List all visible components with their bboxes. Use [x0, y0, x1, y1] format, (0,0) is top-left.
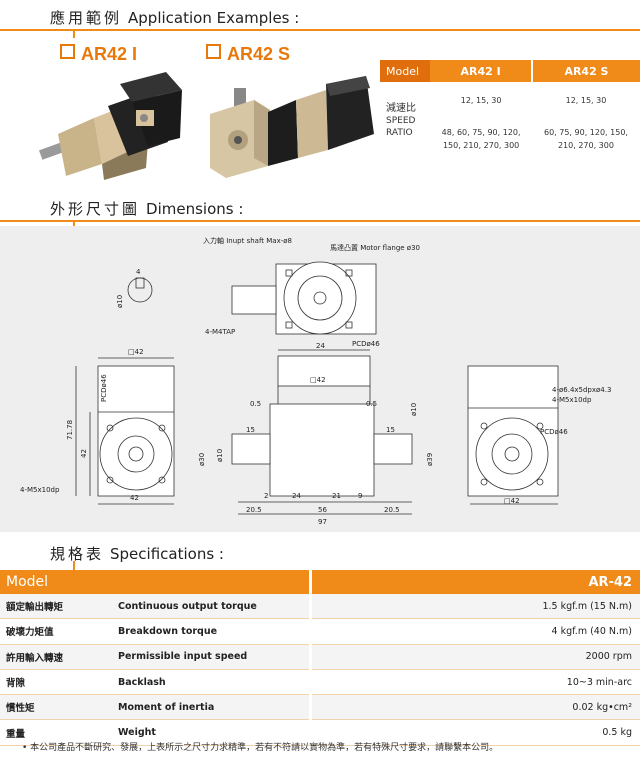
pcd-label: PCDø46	[540, 428, 568, 436]
pcd-label: PCDø46	[100, 374, 108, 402]
dim-label: □42	[504, 497, 520, 505]
spec-header-value: AR-42	[309, 570, 640, 594]
dimension-drawing-svg: 入力軸 Inupt shaft Max-ø8 馬達凸置 Motor flange…	[20, 236, 611, 526]
spec-value: 4 kgf.m (40 N.m)	[309, 618, 640, 645]
spec-name-zh: 重量	[0, 719, 117, 746]
spec-name-zh: 破壞力矩值	[0, 618, 117, 645]
dim-label: 0.5	[250, 400, 261, 408]
checkbox-square-icon	[206, 44, 221, 59]
dimension-drawing: 入力軸 Inupt shaft Max-ø8 馬達凸置 Motor flange…	[0, 226, 640, 532]
dim-label: ø30	[198, 453, 206, 466]
holes-label: 4-ø6.4x5dpxø4.3	[552, 386, 611, 394]
spec-name-en: Moment of inertia	[117, 694, 311, 721]
input-shaft-label: 入力軸 Inupt shaft Max-ø8	[203, 236, 292, 245]
holes-label: 4-M5x10dp	[552, 396, 592, 404]
shaft-detail-circle	[127, 277, 153, 303]
dim-label: 24	[316, 342, 325, 350]
dim-label: ø10	[116, 295, 124, 308]
pcd-label: PCDø46	[352, 340, 380, 348]
dim-label: 15	[386, 426, 395, 434]
dim-label: 71.78	[66, 420, 74, 440]
section-divider	[0, 220, 640, 222]
spec-value: 0.5 kg	[309, 719, 640, 746]
ar42s-product-image	[210, 76, 374, 178]
spec-name-zh: 慣性矩	[0, 694, 117, 721]
dim-label: ø39	[426, 453, 434, 466]
dim-label: 9	[358, 492, 362, 500]
spec-name-en: Weight	[117, 719, 311, 746]
m5-label: 4-M5x10dp	[20, 486, 60, 494]
spec-name-en: Backlash	[117, 669, 311, 696]
dim-label: 15	[246, 426, 255, 434]
spec-name-zh: 額定輸出轉矩	[0, 594, 117, 620]
ar42i-product-image	[39, 72, 182, 180]
middle-view-top	[277, 355, 371, 387]
dim-label: □42	[310, 376, 326, 384]
checkbox-square-icon	[60, 44, 75, 59]
dim-label: 4	[136, 268, 141, 276]
ratio-cell: 12, 15, 30	[460, 95, 502, 105]
dim-label: 20.5	[384, 506, 400, 514]
motor-flange-label: 馬達凸置 Motor flange ø30	[330, 243, 420, 252]
dim-label: □42	[128, 348, 144, 356]
spec-header-model: Model	[0, 570, 311, 594]
ratio-cell: 48, 60, 75, 90, 120,150, 210, 270, 300	[441, 128, 521, 150]
speed-ratio-table: Model AR42 I AR42 S 減速比 SPEED RATIO 12, …	[380, 60, 640, 160]
ratio-header-model: Model	[380, 60, 431, 82]
ratio-cell: 12, 15, 30	[565, 95, 607, 105]
model-label-ar42s: AR42 S	[206, 44, 290, 65]
dim-label: ø10	[216, 449, 224, 462]
section-tick	[73, 561, 75, 570]
section-divider	[0, 29, 640, 31]
dim-label: 24	[292, 492, 301, 500]
spec-value: 1.5 kgf.m (15 N.m)	[309, 594, 640, 620]
dim-label: 97	[318, 518, 327, 526]
ratio-cell: 60, 75, 90, 120, 150,210, 270, 300	[543, 128, 628, 150]
dim-label: 56	[318, 506, 327, 514]
spec-value: 10~3 min-arc	[309, 669, 640, 696]
dim-label: 42	[80, 449, 88, 458]
ratio-header-ar42s: AR42 S	[530, 60, 640, 82]
section-tick	[73, 220, 75, 229]
spec-name-en: Breakdown torque	[117, 618, 311, 645]
model-label-ar42i: AR42 I	[60, 44, 137, 65]
dim-label: 2	[264, 492, 268, 500]
spec-name-zh: 背隙	[0, 669, 117, 696]
dim-label: 0.5	[366, 400, 377, 408]
section-tick	[73, 29, 75, 38]
dim-label: 21	[332, 492, 341, 500]
footnote: • 本公司產品不斷研究、發展，上表所示之尺寸力求精準，若有不符請以實物為準，若有…	[22, 743, 499, 753]
spec-name-zh: 許用輸入轉速	[0, 644, 117, 670]
spec-value: 0.02 kg•cm²	[309, 694, 640, 721]
spec-name-en: Continuous output torque	[117, 594, 311, 620]
spec-name-en: Permissible input speed	[117, 644, 311, 670]
ratio-label: 減速比 SPEED RATIO	[386, 103, 416, 138]
m4tap-label: 4-M4TAP	[205, 328, 235, 336]
middle-view-body	[269, 403, 375, 497]
dim-label: ø10	[410, 403, 418, 416]
dim-label: 42	[130, 494, 139, 502]
spec-value: 2000 rpm	[309, 644, 640, 670]
ratio-header-ar42i: AR42 I	[430, 60, 532, 82]
dim-label: 20.5	[246, 506, 262, 514]
